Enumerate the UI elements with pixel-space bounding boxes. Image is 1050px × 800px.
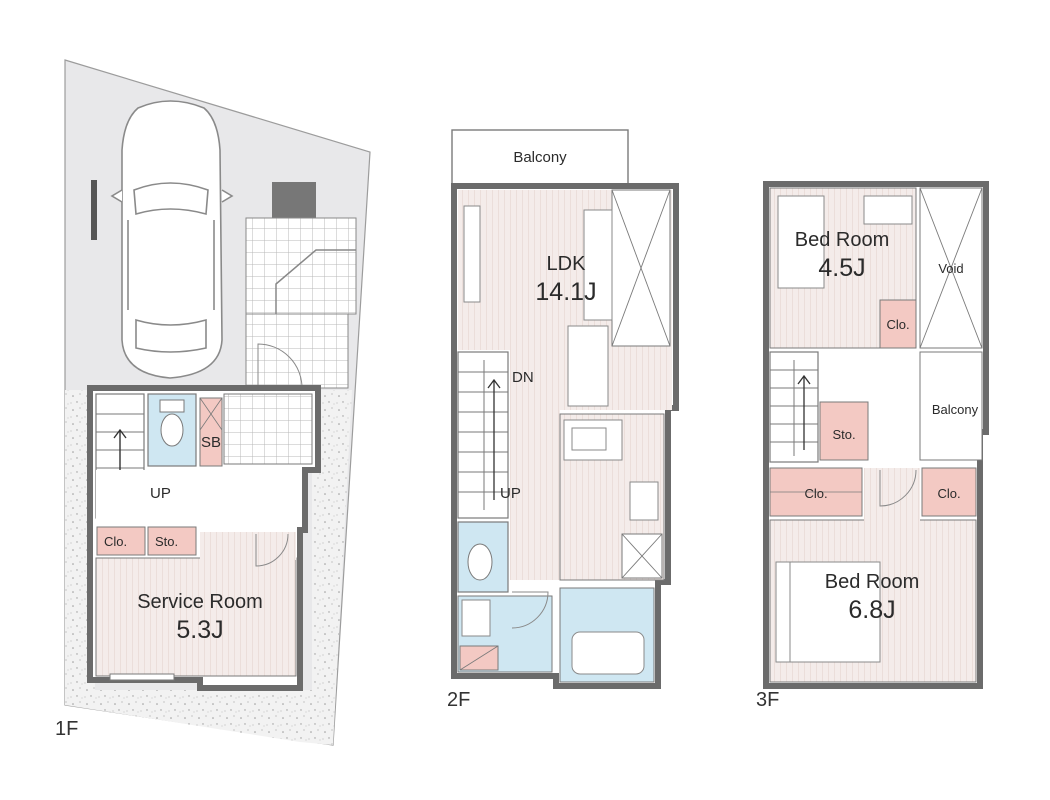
approach-stairs	[245, 217, 357, 315]
closet-3f-small-label: Clo.	[886, 317, 909, 332]
stair-treads-2f	[458, 360, 508, 510]
sink-icon	[571, 427, 607, 451]
bathtub	[571, 631, 645, 675]
up-label-2f: UP	[500, 485, 521, 502]
storage-3f-label: Sto.	[832, 427, 855, 442]
service-room-name: Service Room	[137, 591, 263, 613]
sofa	[583, 209, 613, 321]
void-label: Void	[938, 261, 963, 276]
entry-post	[91, 180, 97, 240]
gravel-right	[300, 390, 352, 745]
shoe-box	[199, 397, 223, 467]
stove-icon	[629, 481, 659, 521]
service-room-floor-upper	[200, 532, 296, 560]
stairs-2f	[457, 351, 509, 519]
closet-label-1f: Clo.	[104, 534, 127, 549]
entrance-hall	[223, 393, 313, 465]
approach-step-edge	[275, 249, 356, 314]
floor-label-2f: 2F	[447, 689, 470, 711]
tv-board	[463, 205, 481, 303]
floor-2f: Balcony LDK 14.1J DN UP	[447, 129, 679, 711]
washbasin	[461, 599, 491, 637]
ldk-name: LDK	[547, 253, 587, 275]
bedroom-large-size: 6.8J	[848, 596, 895, 624]
service-room	[95, 557, 297, 677]
closet-3f-right	[921, 467, 977, 517]
bed-small	[777, 195, 825, 289]
porch	[245, 313, 349, 389]
stair-arrow-3f	[797, 374, 811, 450]
bedroom-large-name: Bed Room	[825, 571, 920, 593]
ldk-size: 14.1J	[535, 278, 596, 306]
stair-treads-3f	[770, 360, 818, 456]
bedroom-large-door-swing	[879, 469, 917, 507]
bed-large	[775, 561, 881, 663]
ldk-corridor	[510, 410, 560, 580]
balcony-3f-label: Balcony	[932, 402, 979, 417]
hallway-1f	[96, 470, 302, 524]
stair-arrow-2f	[487, 378, 501, 500]
floor-label-1f: 1F	[55, 718, 78, 740]
bedroom-large-floor-upper	[864, 468, 920, 522]
balcony-2f	[451, 129, 629, 187]
floor-1f: SB UP Clo. Sto. Service Room 5.3J 1F	[55, 59, 371, 746]
floor-label-3f: 3F	[756, 689, 779, 711]
car-icon	[110, 100, 234, 379]
meter-box	[272, 182, 316, 218]
shoe-box-label: SB	[201, 434, 221, 451]
entry-door-swing	[257, 343, 303, 389]
bed-headboard	[775, 561, 791, 663]
service-door-swing	[255, 533, 289, 567]
closet-3f-left-label: Clo.	[804, 486, 827, 501]
floor-3f: Bed Room 4.5J Void Clo. DN Sto. Balcony	[756, 181, 989, 711]
gravel-bottom	[65, 690, 300, 742]
toilet-bowl-2f	[467, 543, 493, 581]
toilet-tank-1f	[159, 399, 185, 413]
desk-small	[863, 195, 913, 225]
toilet-bowl-1f	[160, 413, 184, 447]
closet-3f-right-label: Clo.	[937, 486, 960, 501]
service-window	[109, 673, 175, 681]
storage-label-1f: Sto.	[155, 534, 178, 549]
closet-3f-small	[879, 299, 917, 349]
up-label-1f: UP	[150, 485, 171, 502]
wash-door-swing	[511, 591, 549, 629]
balcony-3f	[919, 351, 983, 461]
closet-1f	[96, 526, 146, 556]
storage-3f	[819, 401, 869, 461]
service-room-size: 5.3J	[176, 616, 223, 644]
bedroom-small-size: 4.5J	[818, 254, 865, 282]
dining-table	[567, 325, 609, 407]
dn-label-2f: DN	[512, 369, 534, 386]
balcony-label-2f: Balcony	[513, 149, 567, 166]
storage-1f	[147, 526, 197, 556]
bedroom-small-name: Bed Room	[795, 229, 890, 251]
